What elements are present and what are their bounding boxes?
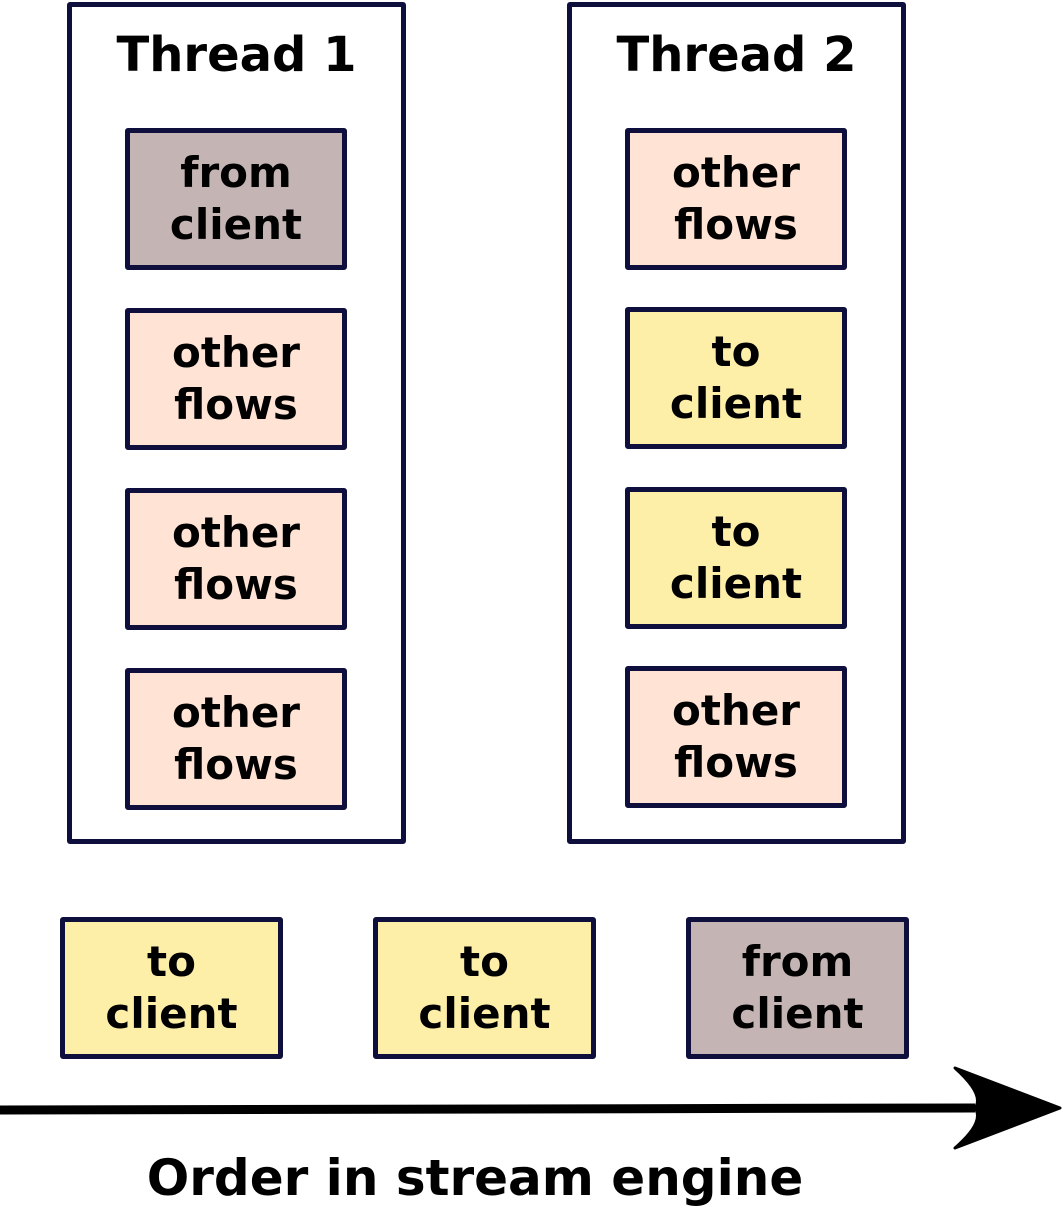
- thread-1-item-1: from client: [125, 128, 347, 270]
- stream-item-1-label: to client: [105, 937, 238, 1038]
- stream-item-3-label: from client: [731, 937, 864, 1038]
- thread-2-item-3: to client: [625, 487, 847, 629]
- order-arrow: [0, 1066, 1062, 1150]
- thread-2-item-4-label: other flows: [671, 686, 801, 787]
- thread-2-title: Thread 2: [616, 27, 857, 83]
- thread-2-item-2: to client: [625, 307, 847, 449]
- thread-1-item-4-label: other flows: [171, 688, 301, 789]
- stream-item-3: from client: [686, 917, 909, 1059]
- thread-2-item-4: other flows: [625, 666, 847, 808]
- order-arrow-shaft: [0, 1103, 976, 1115]
- stream-item-1: to client: [60, 917, 283, 1059]
- thread-1-item-3-label: other flows: [171, 508, 301, 609]
- thread-2-item-1-label: other flows: [671, 148, 801, 249]
- thread-1-title: Thread 1: [116, 27, 357, 83]
- thread-2-item-1: other flows: [625, 128, 847, 270]
- axis-label: Order in stream engine: [146, 1149, 804, 1207]
- thread-2-item-3-label: to client: [669, 507, 803, 608]
- thread-1-item-4: other flows: [125, 668, 347, 810]
- thread-1-item-3: other flows: [125, 488, 347, 630]
- stream-item-2: to client: [373, 917, 596, 1059]
- thread-2-item-2-label: to client: [669, 327, 803, 428]
- order-arrow-head: [953, 1066, 1062, 1150]
- thread-1-item-2-label: other flows: [171, 328, 301, 429]
- thread-1-item-2: other flows: [125, 308, 347, 450]
- thread-1-item-1-label: from client: [169, 148, 303, 249]
- stream-item-2-label: to client: [418, 937, 551, 1038]
